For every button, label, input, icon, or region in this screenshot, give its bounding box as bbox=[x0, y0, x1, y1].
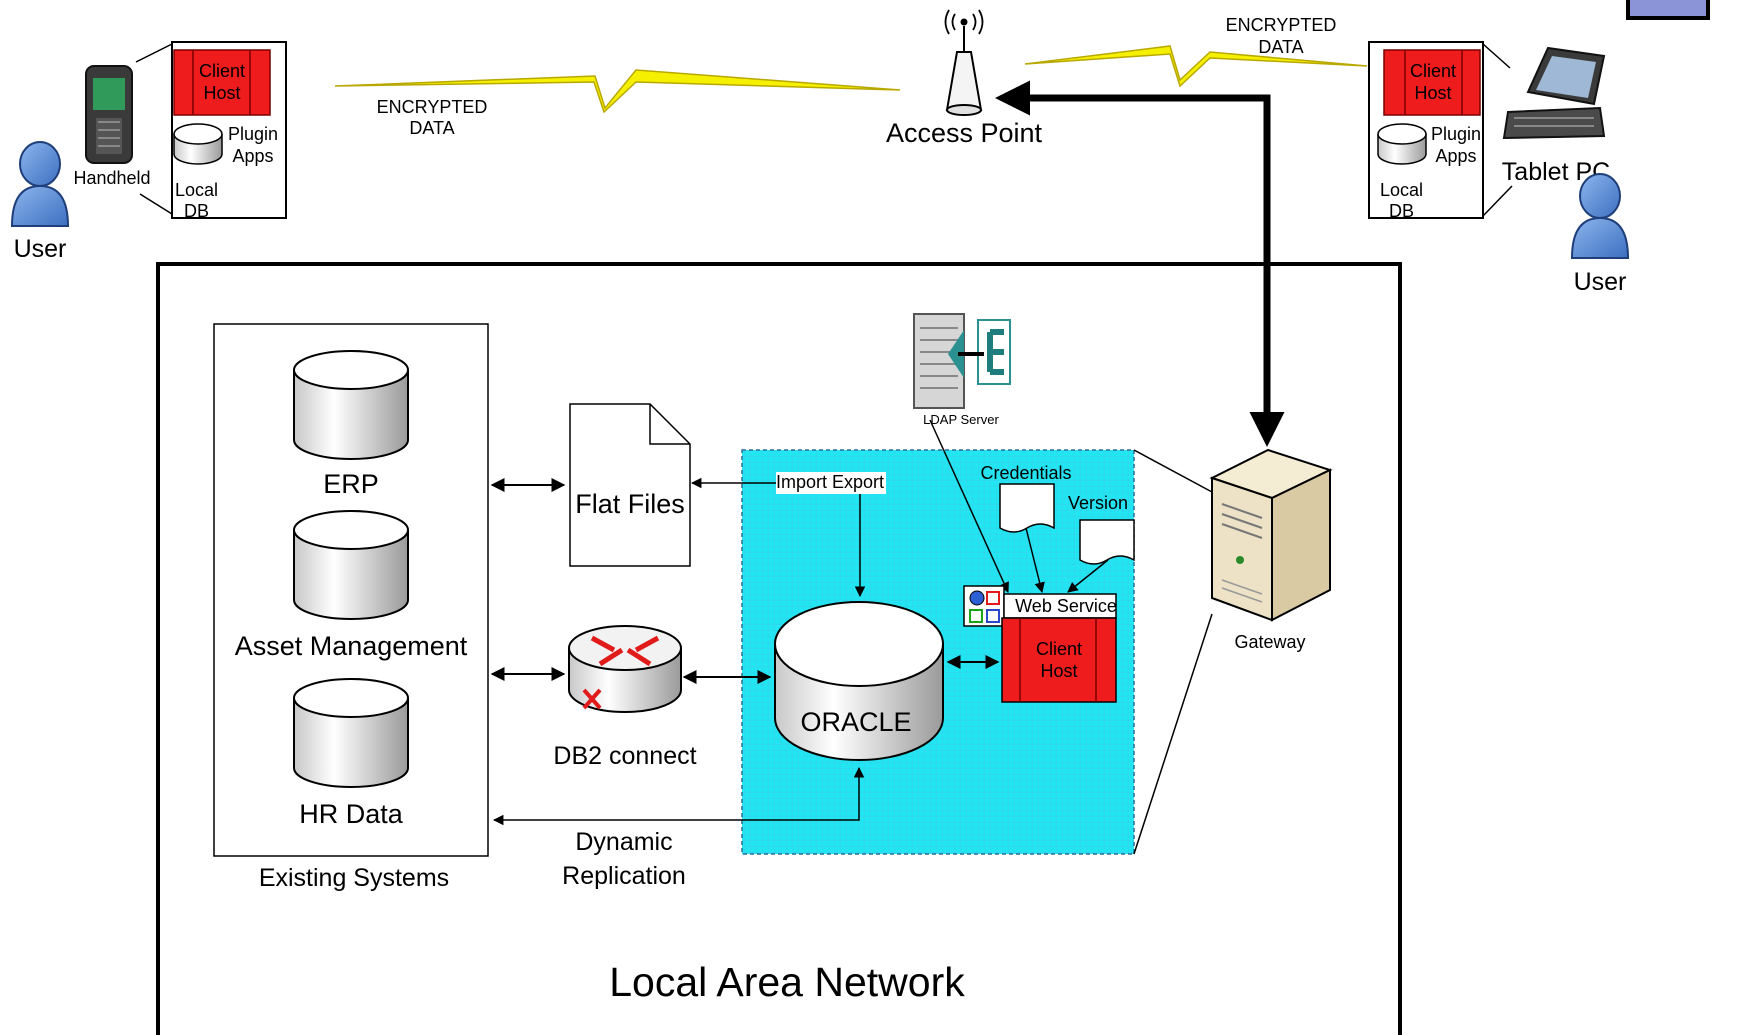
local-db-icon-left bbox=[173, 123, 223, 165]
access-point-gateway-link bbox=[995, 80, 1285, 447]
local-db-label-left-2: DB bbox=[184, 201, 209, 221]
encrypted-label-left-2: DATA bbox=[409, 118, 454, 138]
web-service-label: Web Service bbox=[1015, 596, 1117, 616]
lan-boundary bbox=[156, 262, 1402, 1035]
flat-files-label: Flat Files bbox=[575, 489, 685, 519]
encrypted-label-right-1: ENCRYPTED bbox=[1226, 15, 1337, 35]
local-db-label-left-1: Local bbox=[175, 180, 218, 200]
plugin-label-left-2: Apps bbox=[232, 146, 273, 166]
client-host-label-left-2: Host bbox=[203, 83, 240, 103]
dynamic-replication-label-1: Dynamic bbox=[575, 828, 672, 856]
existing-systems-label: Existing Systems bbox=[259, 864, 449, 892]
access-point-label: Access Point bbox=[886, 118, 1043, 148]
credentials-webservice-link bbox=[1025, 527, 1045, 594]
version-webservice-link bbox=[1067, 559, 1109, 593]
dynamic-replication-label-2: Replication bbox=[562, 862, 686, 890]
version-document-icon bbox=[1079, 519, 1135, 565]
dynamic-replication-link bbox=[492, 766, 865, 826]
version-label: Version bbox=[1068, 493, 1128, 513]
user-icon-left bbox=[10, 141, 70, 227]
erp-label: ERP bbox=[323, 469, 379, 499]
oracle-database-icon bbox=[774, 601, 944, 761]
plugin-label-right-2: Apps bbox=[1435, 146, 1476, 166]
asset-management-label: Asset Management bbox=[235, 631, 468, 661]
encrypted-link-right bbox=[1024, 45, 1368, 88]
flat-files-document-icon bbox=[569, 403, 691, 567]
tablet-pc-icon bbox=[1502, 46, 1606, 140]
db2-connect-label: DB2 connect bbox=[553, 742, 696, 770]
encrypted-link-left bbox=[334, 69, 901, 114]
ldap-server-icon bbox=[913, 313, 1011, 409]
local-db-icon-right bbox=[1377, 123, 1427, 165]
gateway-label: Gateway bbox=[1234, 632, 1305, 652]
import-export-tag bbox=[776, 472, 886, 494]
import-export-label: Import Export bbox=[776, 472, 884, 492]
user-label-left: User bbox=[14, 235, 67, 263]
credentials-document-icon bbox=[999, 483, 1055, 533]
erp-database-icon bbox=[293, 350, 409, 460]
client-panel-right: Client Host Plugin Apps Local DB bbox=[1368, 41, 1484, 221]
client-host-label-right-1: Client bbox=[1410, 61, 1456, 81]
oracle-label: ORACLE bbox=[800, 707, 911, 737]
gateway-zoom-line-top bbox=[1133, 449, 1213, 493]
plugin-label-right-1: Plugin bbox=[1431, 124, 1481, 144]
client-host-center bbox=[1001, 617, 1117, 703]
gateway-server-icon bbox=[1209, 448, 1333, 622]
access-point-icon bbox=[944, 9, 984, 116]
local-db-label-right-2: DB bbox=[1389, 201, 1414, 221]
encrypted-label-left-1: ENCRYPTED bbox=[377, 97, 488, 117]
credentials-label: Credentials bbox=[980, 463, 1071, 483]
hr-data-database-icon bbox=[293, 678, 409, 788]
web-service-box bbox=[1003, 593, 1117, 619]
ldap-server-label: LDAP Server bbox=[923, 412, 999, 427]
db2-connect-router-icon bbox=[568, 625, 682, 713]
user-icon-right bbox=[1570, 173, 1630, 259]
asset-management-database-icon bbox=[293, 510, 409, 620]
handheld-label: Handheld bbox=[73, 168, 150, 188]
hr-data-label: HR Data bbox=[299, 799, 404, 829]
client-host-label-right-2: Host bbox=[1414, 83, 1451, 103]
lan-label: Local Area Network bbox=[609, 959, 965, 1005]
handheld-icon bbox=[85, 65, 133, 164]
encrypted-label-right-2: DATA bbox=[1258, 37, 1303, 57]
user-label-right: User bbox=[1574, 268, 1627, 296]
client-panel-left: Client Host Plugin Apps Local DB bbox=[171, 41, 287, 221]
client-host-label-left-1: Client bbox=[199, 61, 245, 81]
gateway-zoom-line-bottom bbox=[1133, 613, 1213, 855]
local-db-label-right-1: Local bbox=[1380, 180, 1423, 200]
client-host-center-label-1: Client bbox=[1036, 639, 1082, 659]
client-host-center-label-2: Host bbox=[1040, 661, 1077, 681]
ldap-webservice-link bbox=[929, 419, 1009, 593]
corner-frame-fragment bbox=[1626, 0, 1710, 20]
plugin-label-left-1: Plugin bbox=[228, 124, 278, 144]
web-service-icon bbox=[963, 585, 1005, 627]
